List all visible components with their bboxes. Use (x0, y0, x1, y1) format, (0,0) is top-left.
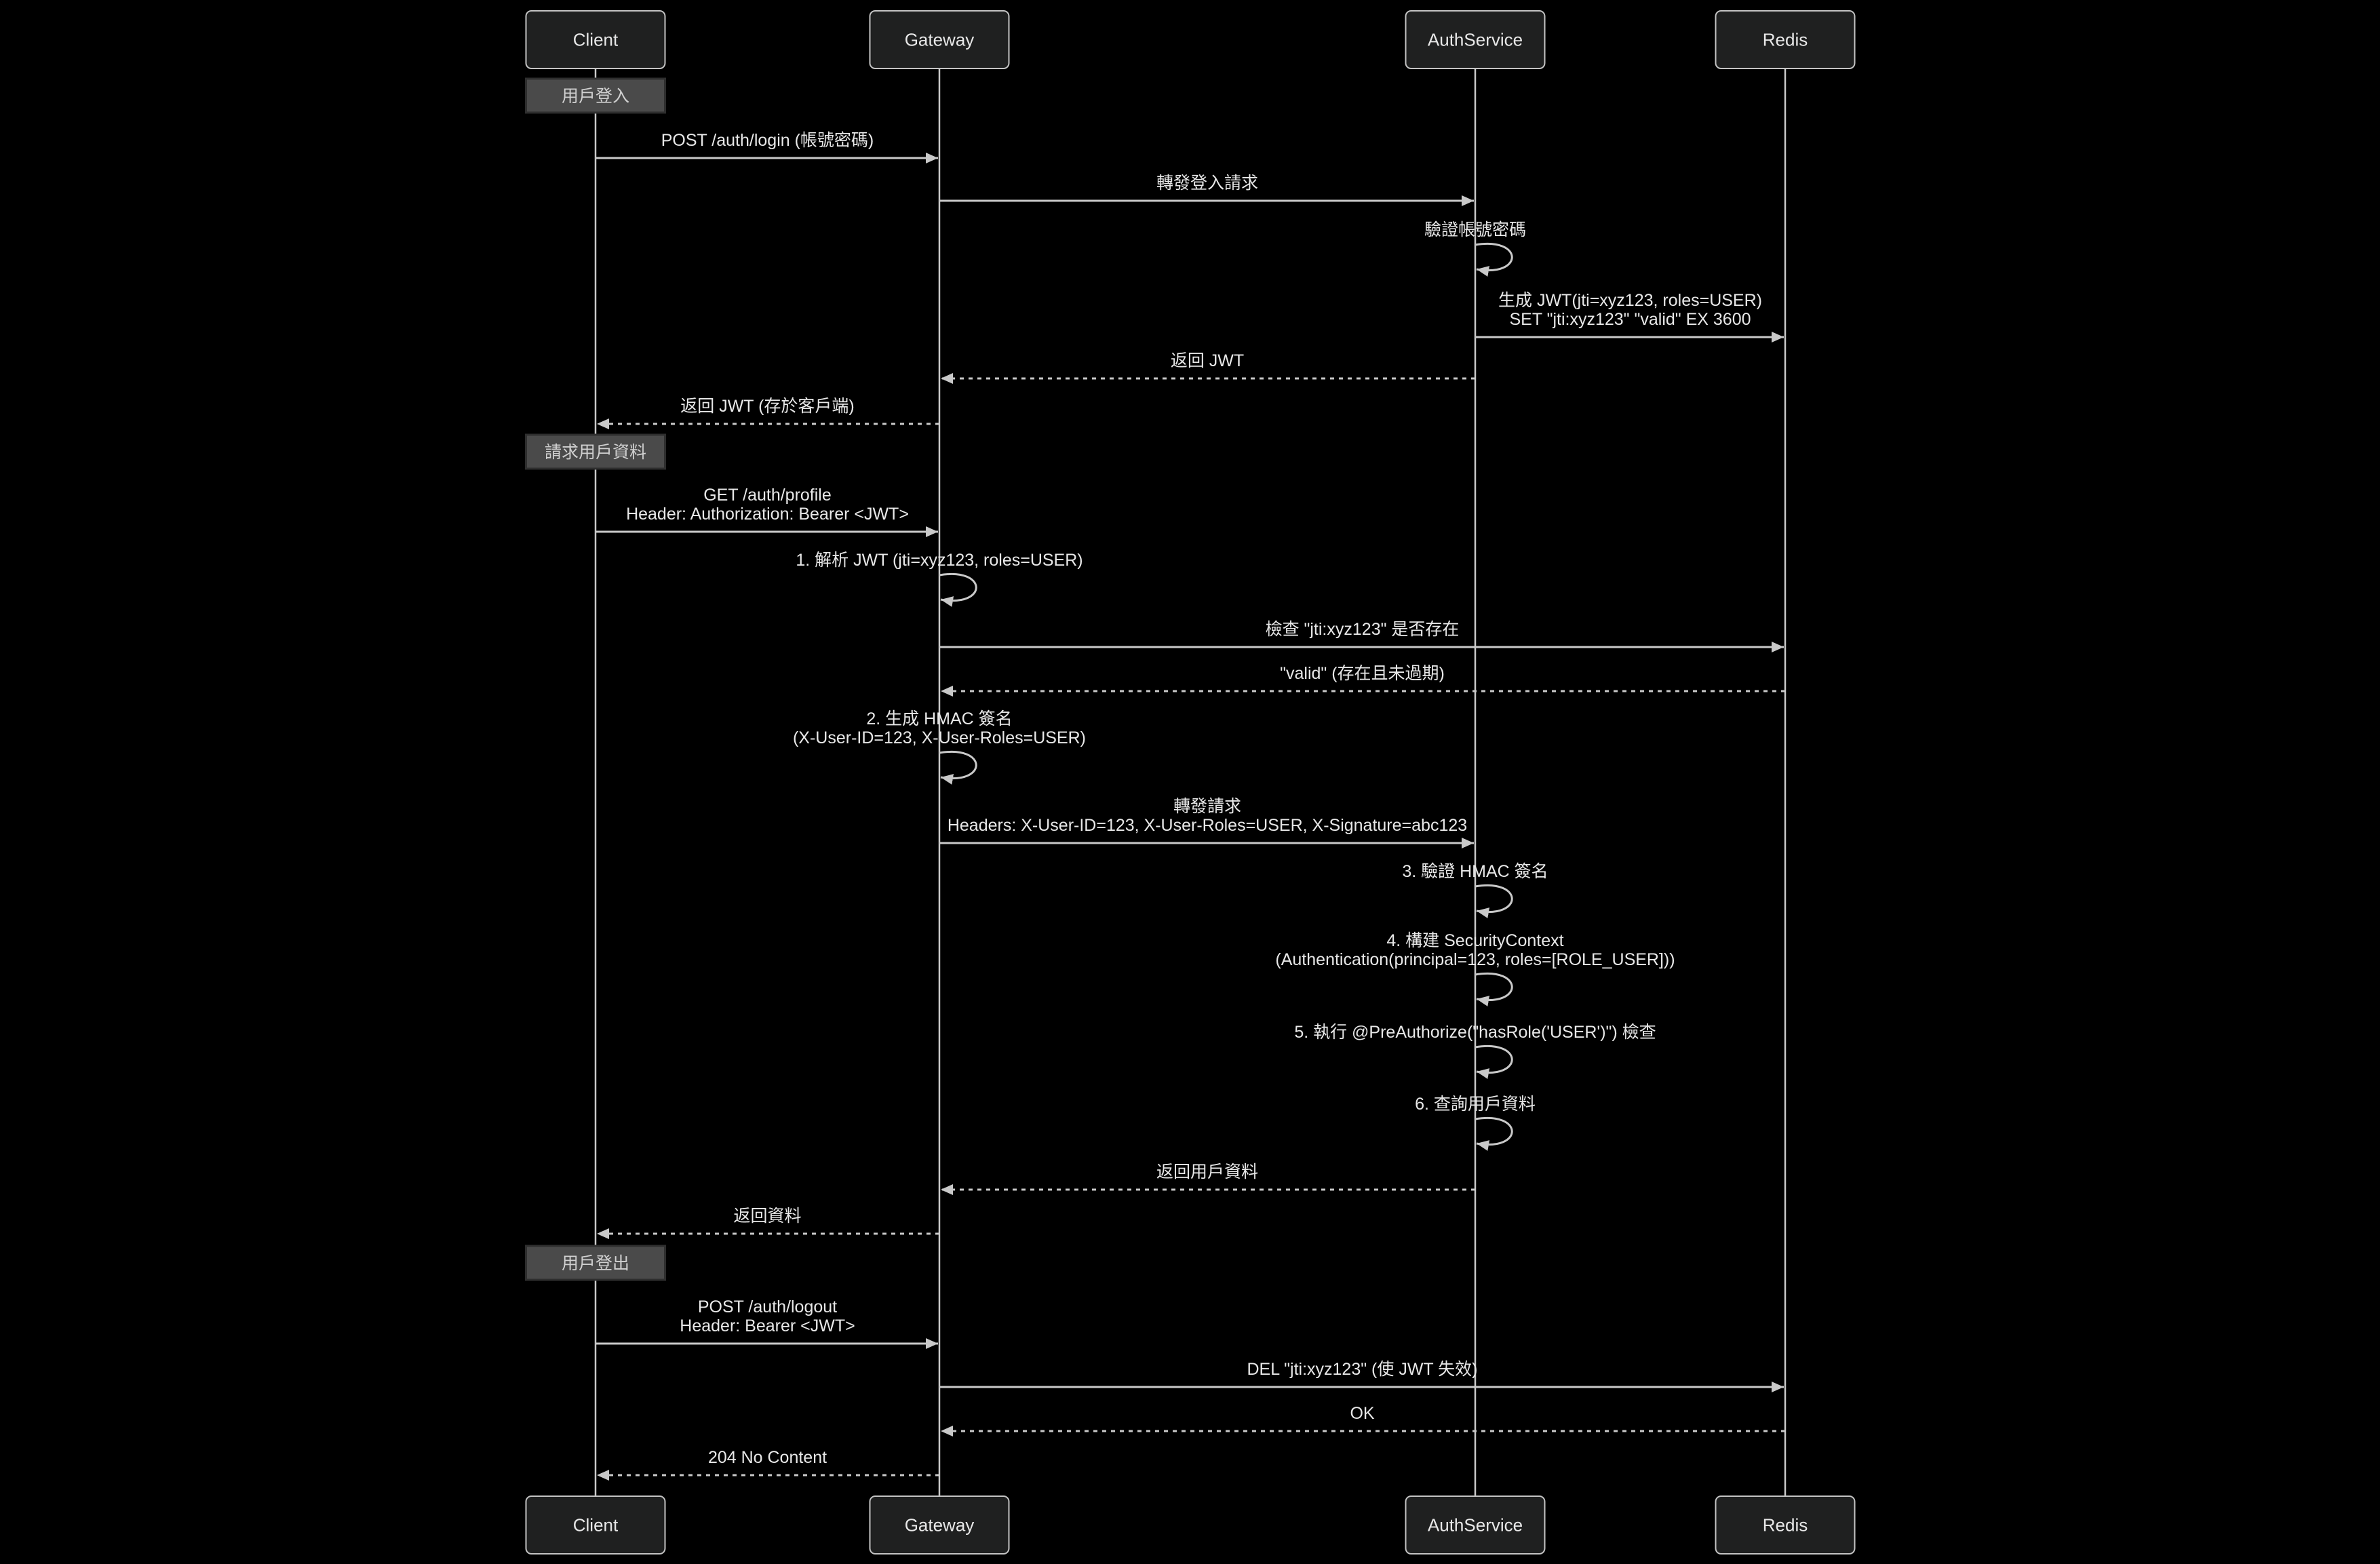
message-label: (X-User-ID=123, X-User-Roles=USER) (793, 728, 1086, 747)
message-label: 1. 解析 JWT (jti=xyz123, roles=USER) (796, 551, 1082, 570)
actor-label: Gateway (905, 1515, 975, 1536)
actor-box-bottom-redis: Redis (1715, 1495, 1856, 1555)
message-label: 轉發請求 (1173, 797, 1241, 816)
message-label: 驗證帳號密碼 (1424, 220, 1526, 239)
message-label: 6. 查詢用戶資料 (1415, 1095, 1536, 1114)
message-group: 3. 驗證 HMAC 簽名 (1402, 862, 1548, 918)
message-group: "valid" (存在且未過期) (941, 664, 1785, 697)
message-group: OK (941, 1404, 1785, 1436)
self-loop-arrow (1475, 1117, 1513, 1151)
message-group: 4. 構建 SecurityContext(Authentication(pri… (1275, 931, 1675, 1006)
section-label-box (525, 433, 666, 470)
message-group: DEL "jti:xyz123" (使 JWT 失效) (939, 1360, 1784, 1392)
actor-box-rect (525, 10, 666, 69)
message-group: 6. 查詢用戶資料 (1415, 1095, 1536, 1151)
self-loop-arrow (1475, 884, 1513, 918)
message-label: Header: Authorization: Bearer <JWT> (626, 505, 909, 524)
message-group: 1. 解析 JWT (jti=xyz123, roles=USER) (796, 551, 1083, 607)
message-label: 返回 JWT (1171, 351, 1244, 370)
message-group: 204 No Content (597, 1448, 939, 1481)
section-label-box (525, 77, 666, 114)
actor-label: AuthService (1428, 30, 1523, 50)
actor-box-rect (869, 10, 1010, 69)
section-label: 請求用戶資料 (545, 443, 646, 462)
message-label: Header: Bearer <JWT> (680, 1316, 855, 1335)
message-label: "valid" (存在且未過期) (1280, 664, 1445, 683)
actor-box-bottom-client: Client (525, 1495, 666, 1555)
section-label-box (525, 1245, 666, 1281)
section-label-group: 用戶登出 (525, 1245, 666, 1281)
message-label: SET "jti:xyz123" "valid" EX 3600 (1509, 310, 1751, 329)
actor-box-top-redis: Redis (1715, 10, 1856, 69)
section-label-group: 用戶登入 (525, 77, 666, 114)
message-label: 返回用戶資料 (1156, 1162, 1258, 1181)
actor-box-top-client: Client (525, 10, 666, 69)
actor-box-rect (1715, 10, 1856, 69)
actor-label: Redis (1763, 1515, 1808, 1536)
message-group: 轉發登入請求 (939, 174, 1474, 206)
self-loop-arrow (939, 573, 977, 607)
message-label: 5. 執行 @PreAuthorize("hasRole('USER')") 檢… (1294, 1023, 1656, 1042)
message-label: (Authentication(principal=123, roles=[RO… (1275, 950, 1675, 969)
message-group: 生成 JWT(jti=xyz123, roles=USER)SET "jti:x… (1475, 291, 1784, 343)
actor-box-rect (869, 1495, 1010, 1555)
actor-box-rect (1405, 10, 1546, 69)
actor-box-bottom-gateway: Gateway (869, 1495, 1010, 1555)
actor-box-rect (1405, 1495, 1546, 1555)
actor-box-top-authservice: AuthService (1405, 10, 1546, 69)
message-label: 3. 驗證 HMAC 簽名 (1402, 862, 1548, 881)
message-group: 返回 JWT (941, 351, 1475, 384)
self-loop-arrow (1475, 973, 1513, 1006)
actor-label: Client (573, 30, 619, 50)
message-label: DEL "jti:xyz123" (使 JWT 失效) (1247, 1360, 1477, 1379)
actor-box-rect (1715, 1495, 1856, 1555)
message-group: POST /auth/login (帳號密碼) (596, 131, 938, 163)
message-label: GET /auth/profile (703, 486, 832, 505)
actor-label: AuthService (1428, 1515, 1523, 1536)
message-label: OK (1350, 1404, 1374, 1423)
message-group: 2. 生成 HMAC 簽名(X-User-ID=123, X-User-Role… (793, 709, 1086, 785)
message-group: 5. 執行 @PreAuthorize("hasRole('USER')") 檢… (1294, 1023, 1656, 1079)
actor-label: Redis (1763, 30, 1808, 50)
message-group: 驗證帳號密碼 (1424, 220, 1526, 277)
message-label: 生成 JWT(jti=xyz123, roles=USER) (1498, 291, 1762, 310)
self-loop-arrow (1475, 243, 1513, 277)
message-group: 檢查 "jti:xyz123" 是否存在 (939, 620, 1784, 652)
message-label: POST /auth/logout (698, 1297, 837, 1316)
actor-box-top-gateway: Gateway (869, 10, 1010, 69)
message-label: 返回 JWT (存於客戶端) (680, 397, 854, 416)
message-label: 轉發登入請求 (1156, 174, 1258, 193)
message-label: Headers: X-User-ID=123, X-User-Roles=USE… (948, 816, 1467, 835)
actor-box-rect (525, 1495, 666, 1555)
actor-box-bottom-authservice: AuthService (1405, 1495, 1546, 1555)
section-label: 用戶登出 (562, 1254, 629, 1273)
message-label: 204 No Content (708, 1448, 827, 1467)
self-loop-arrow (939, 751, 977, 785)
message-label: 2. 生成 HMAC 簽名 (866, 709, 1012, 728)
message-group: 返回 JWT (存於客戶端) (597, 397, 939, 429)
self-loop-arrow (1475, 1045, 1513, 1079)
section-label: 用戶登入 (562, 87, 629, 106)
message-group: 返回用戶資料 (941, 1162, 1475, 1195)
message-label: 檢查 "jti:xyz123" 是否存在 (1266, 620, 1460, 639)
message-group: 返回資料 (597, 1207, 939, 1239)
actor-label: Gateway (905, 30, 975, 50)
message-label: 返回資料 (733, 1207, 801, 1226)
section-label-group: 請求用戶資料 (525, 433, 666, 470)
message-label: POST /auth/login (帳號密碼) (661, 131, 874, 150)
actor-label: Client (573, 1515, 619, 1536)
message-label: 4. 構建 SecurityContext (1386, 931, 1563, 950)
